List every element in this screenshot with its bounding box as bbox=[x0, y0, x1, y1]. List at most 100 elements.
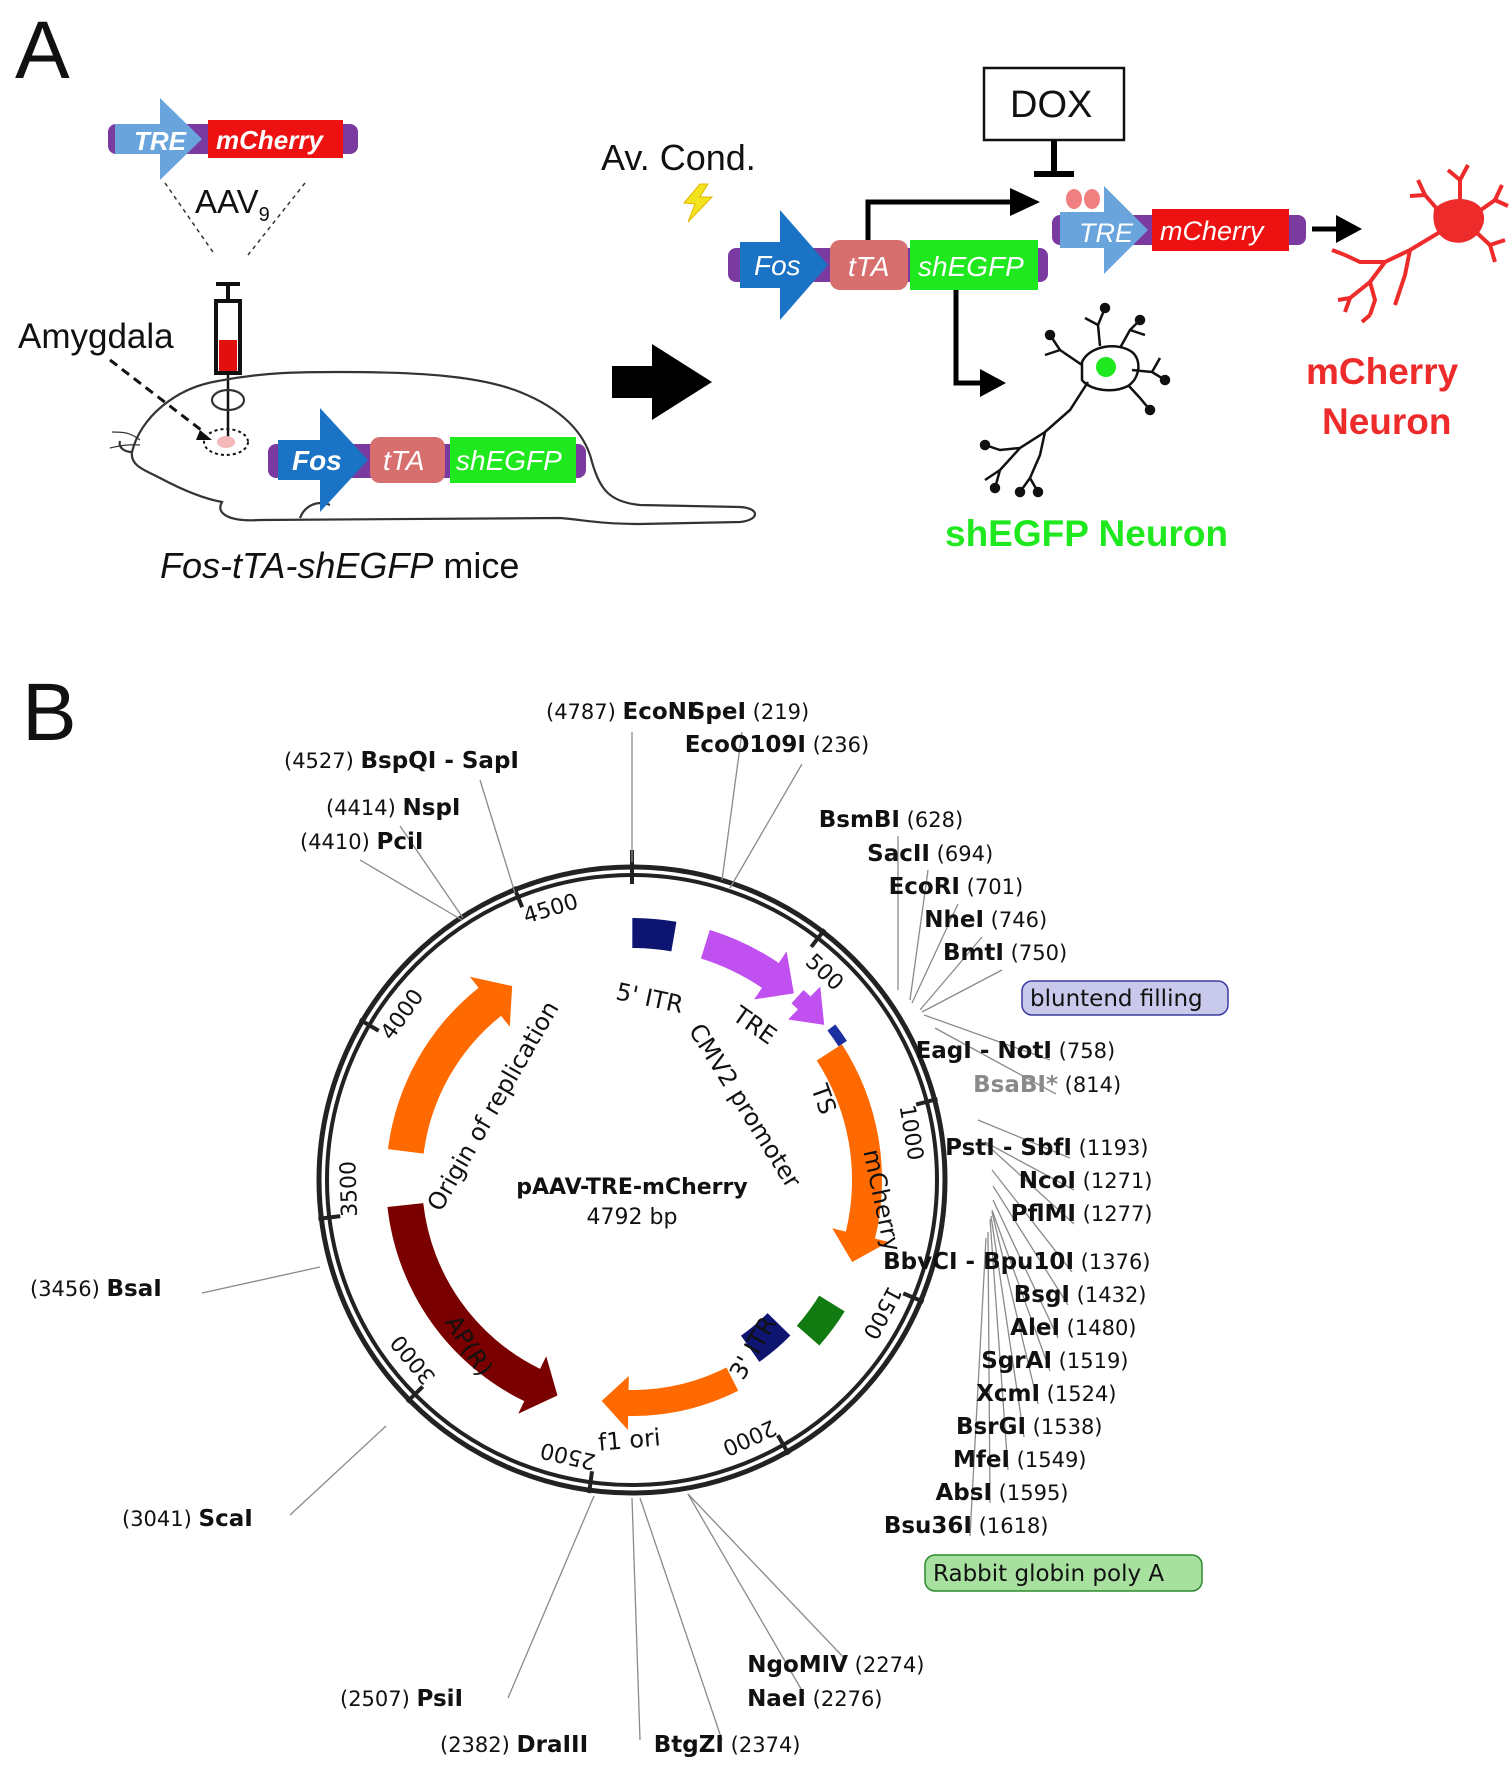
circuit-fos-label: Fos bbox=[754, 250, 801, 281]
site-label-bsu36i: Bsu36I (1618) bbox=[884, 1513, 1049, 1539]
amygdala-label: Amygdala bbox=[18, 317, 174, 356]
feature-mcherry bbox=[816, 1044, 889, 1263]
aav-mcherry-label: mCherry bbox=[216, 125, 324, 155]
tick-label: 3000 bbox=[386, 1330, 441, 1389]
leader-line bbox=[687, 1493, 805, 1695]
response-construct: TRE mCherry bbox=[1052, 186, 1306, 274]
leader-line bbox=[984, 1141, 1075, 1191]
bluntend-label: bluntend filling bbox=[1030, 986, 1203, 1012]
tick-mark bbox=[587, 1470, 595, 1494]
leader-line bbox=[992, 1185, 1069, 1306]
feature-tre bbox=[700, 929, 794, 1000]
site-label-econi: (4787) EcoNI bbox=[546, 699, 695, 725]
feature-label-f1-ori: f1 ori bbox=[597, 1423, 662, 1456]
tick-mark bbox=[318, 1214, 341, 1221]
circuit-construct: Fos tTA shEGFP bbox=[728, 210, 1048, 320]
mouse-caption: Fos-tTA-shEGFP mice bbox=[160, 545, 519, 586]
amygdala-pointer-head bbox=[196, 430, 212, 440]
leader-line bbox=[989, 1218, 1009, 1471]
panel-b-letter: B bbox=[22, 667, 77, 758]
site-label-bmti: BmtI (750) bbox=[943, 940, 1067, 966]
response-tre-label: TRE bbox=[1079, 218, 1134, 248]
leader-line bbox=[479, 779, 516, 894]
leader-line bbox=[919, 936, 983, 1011]
leader-line bbox=[911, 903, 959, 1004]
site-label-xcmi: XcmI (1524) bbox=[976, 1381, 1116, 1407]
site-label-pflmi: PflMI (1277) bbox=[1011, 1201, 1153, 1227]
leader-line bbox=[991, 1211, 1039, 1405]
tick-label: 4500 bbox=[521, 889, 582, 929]
site-label-bsgi: BsgI (1432) bbox=[1014, 1282, 1147, 1308]
feature-rabbit-globin-poly-a bbox=[796, 1295, 845, 1346]
leader-line bbox=[921, 969, 1003, 1013]
site-label-ncoi: NcoI (1271) bbox=[1019, 1168, 1153, 1194]
leader-line bbox=[985, 1143, 1075, 1225]
mcherry-out-arrowhead bbox=[1336, 215, 1362, 243]
tick-label: 1000 bbox=[894, 1103, 928, 1162]
response-tre-arrow bbox=[1060, 186, 1148, 274]
syringe-icon bbox=[214, 282, 242, 440]
leader-line bbox=[934, 1027, 1057, 1095]
mouse-shegfp-box bbox=[450, 437, 576, 483]
amygdala-pointer bbox=[109, 358, 206, 435]
leader-line bbox=[631, 1497, 641, 1741]
feature-origin-of-replication bbox=[387, 976, 513, 1154]
panel-a-letter: A bbox=[15, 5, 70, 96]
circuit-shegfp-box bbox=[910, 240, 1038, 290]
leader-line bbox=[992, 1199, 1059, 1339]
site-label-scai: (3041) ScaI bbox=[122, 1506, 253, 1532]
tick-mark bbox=[405, 1385, 425, 1404]
site-label-draiii: (2382) DraIII bbox=[440, 1732, 588, 1758]
site-label-psii: (2507) PsiI bbox=[340, 1686, 463, 1712]
dox-box bbox=[982, 66, 1126, 142]
response-mcherry-label: mCherry bbox=[1160, 216, 1265, 246]
feature-label-cmv2-promoter: CMV2 promoter bbox=[683, 1019, 807, 1194]
mouse-shegfp-label: shEGFP bbox=[456, 445, 562, 476]
mcherry-neuron-label-2: Neuron bbox=[1322, 401, 1452, 442]
tick-label: 1500 bbox=[857, 1282, 905, 1343]
site-label-mfei: MfeI (1549) bbox=[953, 1447, 1087, 1473]
shegfp-out-arrowhead bbox=[980, 369, 1006, 397]
tta-bound-right bbox=[1084, 189, 1100, 209]
leader-line bbox=[909, 869, 929, 1001]
lightning-icon bbox=[683, 183, 714, 223]
polya-label: Rabbit globin poly A bbox=[933, 1561, 1164, 1587]
site-label-spei: SpeI (219) bbox=[689, 699, 809, 725]
leader-line bbox=[639, 1497, 723, 1741]
site-label-bspqi-sapi: (4527) BspQI - SapI bbox=[284, 748, 519, 774]
feature-3-itr bbox=[741, 1313, 791, 1362]
leader-line bbox=[399, 825, 464, 919]
mouse-tta-box bbox=[370, 437, 445, 483]
feature-label-tre: TRE bbox=[727, 1000, 782, 1050]
tta-activation-line bbox=[865, 199, 1010, 240]
tick-label: 4000 bbox=[376, 985, 429, 1045]
site-label-ecoo109i: EcoO109I (236) bbox=[685, 732, 869, 758]
response-mcherry-box bbox=[1152, 209, 1289, 251]
leader-line bbox=[359, 859, 463, 921]
site-label-btgzi: BtgZI (2374) bbox=[654, 1732, 801, 1758]
feature-ts bbox=[827, 1024, 847, 1047]
leader-line bbox=[201, 1266, 321, 1294]
aav-dash-left bbox=[164, 182, 216, 256]
site-label-alei: AleI (1480) bbox=[1010, 1315, 1136, 1341]
mouse-fos-label: Fos bbox=[292, 445, 342, 476]
circuit-shegfp-label: shEGFP bbox=[918, 251, 1024, 282]
site-label-bsmbi: BsmBI (628) bbox=[819, 807, 963, 833]
site-label-ecori: EcoRI (701) bbox=[889, 874, 1024, 900]
leader-line bbox=[507, 1495, 595, 1699]
tick-label: 3500 bbox=[336, 1161, 363, 1218]
green-neuron-icon bbox=[979, 302, 1171, 498]
site-label-sgrai: SgrAI (1519) bbox=[981, 1348, 1128, 1374]
dox-label: DOX bbox=[1010, 84, 1092, 126]
leader-line bbox=[991, 1209, 1051, 1372]
leader-line bbox=[687, 1493, 847, 1661]
tick-mark bbox=[902, 1291, 925, 1304]
shegfp-out-line bbox=[953, 290, 982, 386]
feature-ap-r bbox=[387, 1203, 558, 1414]
site-label-eagi-noti: EagI - NotI (758) bbox=[916, 1038, 1116, 1064]
mcherry-neuron-label-1: mCherry bbox=[1306, 351, 1459, 392]
site-label-bsrgi: BsrGI (1538) bbox=[956, 1414, 1103, 1440]
tick-mark bbox=[809, 928, 827, 949]
tick-mark bbox=[776, 1434, 791, 1456]
